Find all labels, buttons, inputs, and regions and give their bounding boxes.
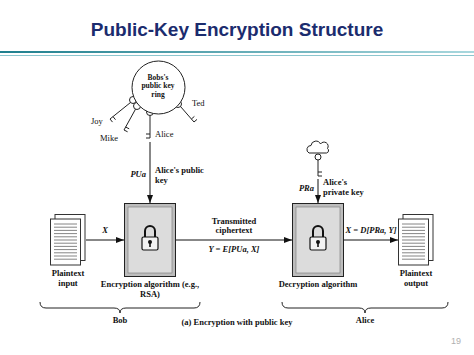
keyhole xyxy=(149,242,151,247)
document-icon: Plaintext input xyxy=(50,214,86,266)
party-name: Bob xyxy=(113,316,128,326)
flow-arrow xyxy=(176,240,292,241)
document-icon: Plaintext output xyxy=(398,214,434,266)
cloud-icon xyxy=(307,141,329,153)
key-symbol: PUa xyxy=(130,170,146,180)
key-caption: Alice's private key xyxy=(323,178,373,197)
node-caption: Plaintext input xyxy=(44,269,92,288)
doc-outline xyxy=(398,214,434,266)
figure-caption: (a) Encryption with public key xyxy=(182,318,293,328)
algorithm-box: Encryption algorithm (e.g., RSA) xyxy=(124,203,176,277)
key-name: Mike xyxy=(100,134,118,144)
node-caption: Decryption algorithm xyxy=(268,280,368,290)
key-shaft xyxy=(146,116,150,139)
node-caption: Bobs's public key ring xyxy=(137,74,179,99)
key-shaft xyxy=(124,109,136,132)
brace xyxy=(282,302,448,313)
node-label: Decryption algorithm xyxy=(268,280,368,290)
party-name: Alice xyxy=(356,316,374,326)
slide-title: Public-Key Encryption Structure xyxy=(0,19,474,41)
key-symbol: PRa xyxy=(299,184,314,194)
key-arrow xyxy=(318,179,319,203)
keyhole xyxy=(317,242,319,247)
lock-shackle xyxy=(313,226,323,237)
text-lines xyxy=(402,224,425,259)
node-label: Plaintext output xyxy=(390,269,442,288)
key-name: Ted xyxy=(192,99,205,109)
node-caption: Plaintext output xyxy=(390,269,442,288)
key-caption: Alice's public key xyxy=(155,166,207,185)
lock-shackle xyxy=(145,226,155,237)
node-label: Plaintext input xyxy=(44,269,92,288)
algorithm-box: Decryption algorithm xyxy=(292,203,344,277)
box-outline xyxy=(292,203,344,277)
slide-number: 19 xyxy=(451,336,461,346)
key-ring-circle: Bobs's public key ring xyxy=(131,60,186,115)
key-head xyxy=(315,154,321,160)
title-rule xyxy=(0,51,474,53)
node-label: Encryption algorithm (e.g., RSA) xyxy=(100,280,200,299)
page-front xyxy=(51,219,81,265)
node-label: Bobs's public key ring xyxy=(137,74,179,99)
key-arrow xyxy=(150,142,151,203)
lock-body xyxy=(142,237,158,250)
doc-outline xyxy=(50,214,86,266)
lock-body xyxy=(310,237,326,250)
text-lines xyxy=(54,224,77,259)
node-caption: Encryption algorithm (e.g., RSA) xyxy=(100,280,200,299)
box-outer xyxy=(293,204,344,277)
edge-label: X xyxy=(102,226,108,236)
flow-arrow xyxy=(344,240,398,241)
cipher-formula: Y = E[PUa, X] xyxy=(209,245,260,255)
edge-label: Transmitted ciphertext xyxy=(203,217,265,236)
key-shaft xyxy=(318,160,322,176)
flow-arrow xyxy=(86,240,124,241)
key-name: Alice xyxy=(155,130,173,140)
title-rule xyxy=(0,55,474,56)
box-inner xyxy=(296,207,340,273)
edge-label: X = D[PRa, Y] xyxy=(346,226,397,236)
key-shaft xyxy=(181,107,198,123)
box-outline xyxy=(124,203,176,277)
key-name: Joy xyxy=(91,117,103,127)
page-front xyxy=(399,219,429,265)
brace xyxy=(40,302,200,313)
key-shaft xyxy=(110,103,131,123)
ring-circle xyxy=(132,61,185,114)
box-outer xyxy=(125,204,176,277)
box-inner xyxy=(128,207,172,273)
